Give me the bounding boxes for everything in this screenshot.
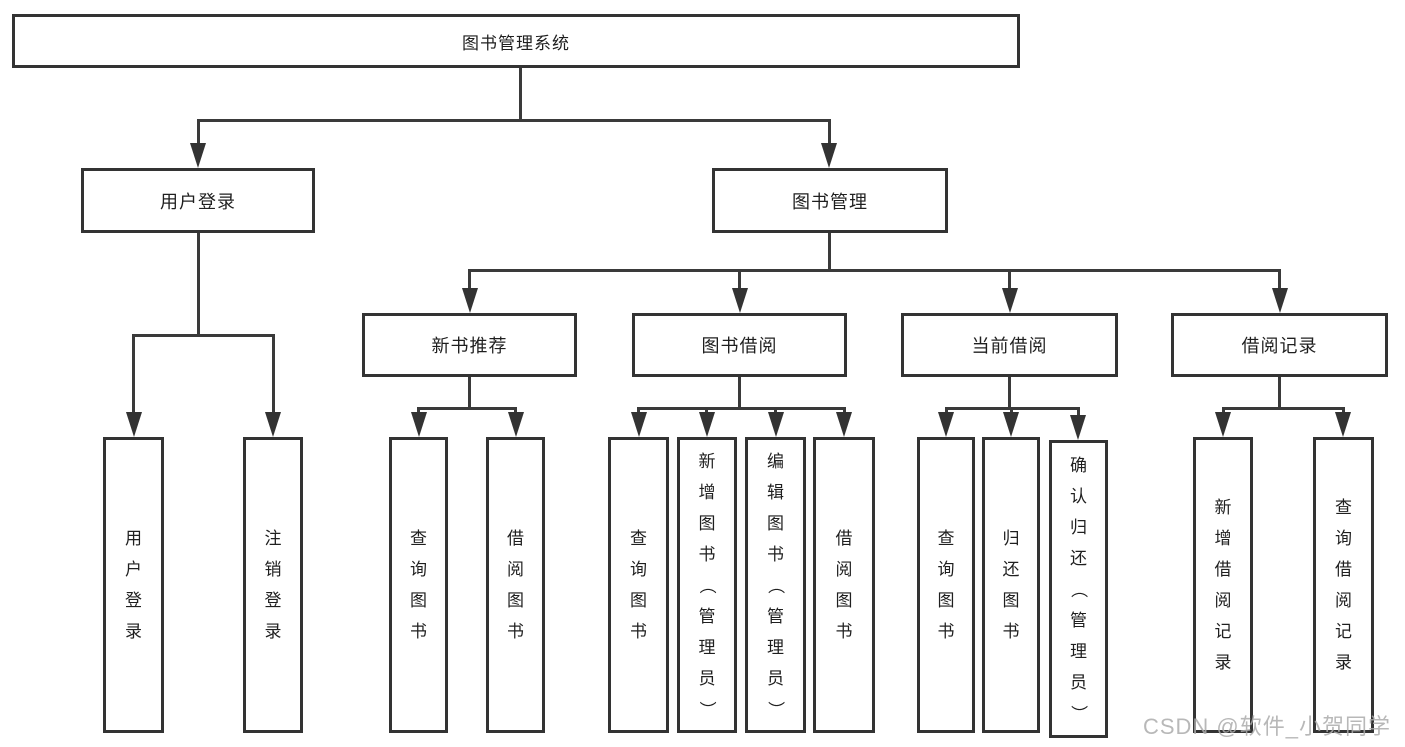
leaf-borrow-books-1: 借阅图书: [486, 437, 545, 733]
csdn-watermark: CSDN @软件_小贺同学: [1142, 714, 1391, 739]
connector-line: [1008, 377, 1011, 408]
connector-line: [132, 335, 135, 413]
connector-line: [468, 270, 471, 292]
connector-line: [197, 120, 200, 145]
leaf-query-books-1: 查询图书: [389, 437, 448, 733]
leaf-user-login: 用户登录: [103, 437, 164, 733]
connector-line: [468, 269, 1281, 272]
leaf-confirm-return-admin: 确认归还（管理员）: [1049, 440, 1108, 738]
node-book-borrowing-label: 图书借阅: [701, 336, 778, 356]
node-user-login-label: 用户登录: [160, 191, 236, 212]
leaf-return-books: 归还图书: [982, 437, 1040, 733]
leaf-add-books-admin: 新增图书（管理员）: [677, 437, 737, 733]
node-borrowing-records-label: 借阅记录: [1241, 336, 1318, 356]
arrow-down-icon: [265, 412, 281, 437]
arrow-down-icon: [768, 412, 784, 437]
arrow-down-icon: [631, 412, 647, 437]
leaf-borrow-books-2: 借阅图书: [813, 437, 875, 733]
arrow-down-icon: [1272, 288, 1288, 313]
arrow-down-icon: [126, 412, 142, 437]
arrow-down-icon: [1002, 288, 1018, 313]
node-book-management: 图书管理: [712, 168, 948, 233]
leaf-edit-books-admin: 编辑图书（管理员）: [745, 437, 806, 733]
node-current-borrowing-label: 当前借阅: [971, 336, 1048, 356]
leaf-query-borrow-record: 查询借阅记录: [1313, 437, 1374, 733]
node-user-login: 用户登录: [81, 168, 315, 233]
connector-line: [1077, 408, 1080, 416]
leaf-add-borrow-record: 新增借阅记录: [1193, 437, 1253, 733]
connector-line: [1222, 407, 1345, 410]
leaf-query-books-2: 查询图书: [608, 437, 669, 733]
node-book-management-label: 图书管理: [792, 191, 868, 212]
connector-line: [1278, 270, 1281, 292]
arrow-down-icon: [411, 412, 427, 437]
connector-line: [828, 233, 831, 270]
node-root-label: 图书管理系统: [462, 33, 570, 53]
leaf-query-books-3: 查询图书: [917, 437, 975, 733]
connector-line: [197, 119, 831, 122]
connector-line: [197, 233, 200, 335]
connector-line: [417, 407, 517, 410]
arrow-down-icon: [821, 143, 837, 168]
connector-line: [1008, 270, 1011, 292]
arrow-down-icon: [1003, 412, 1019, 437]
node-borrowing-records: 借阅记录: [1171, 313, 1388, 377]
connector-line: [519, 68, 522, 120]
connector-line: [272, 335, 275, 413]
connector-line: [132, 334, 275, 337]
arrow-down-icon: [1335, 412, 1351, 437]
arrow-down-icon: [938, 412, 954, 437]
connector-line: [468, 377, 471, 408]
arrow-down-icon: [699, 412, 715, 437]
connector-line: [637, 407, 846, 410]
connector-line: [1278, 377, 1281, 408]
node-book-borrowing: 图书借阅: [632, 313, 847, 377]
node-new-book-recommend: 新书推荐: [362, 313, 577, 377]
arrow-down-icon: [508, 412, 524, 437]
arrow-down-icon: [1070, 415, 1086, 440]
connector-line: [828, 120, 831, 145]
node-root: 图书管理系统: [12, 14, 1020, 68]
arrow-down-icon: [462, 288, 478, 313]
node-current-borrowing: 当前借阅: [901, 313, 1118, 377]
arrow-down-icon: [190, 143, 206, 168]
node-new-book-recommend-label: 新书推荐: [431, 336, 508, 356]
arrow-down-icon: [732, 288, 748, 313]
leaf-logout: 注销登录: [243, 437, 303, 733]
connector-line: [738, 270, 741, 292]
arrow-down-icon: [1215, 412, 1231, 437]
arrow-down-icon: [836, 412, 852, 437]
connector-line: [738, 377, 741, 408]
